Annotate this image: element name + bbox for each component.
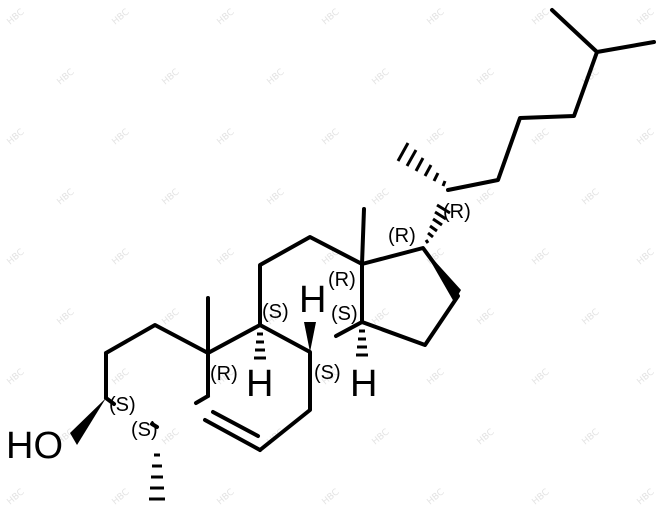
- watermark-text: HBC: [6, 247, 27, 267]
- c20-stereo-label: (R): [443, 201, 471, 223]
- watermark-text: HBC: [266, 67, 287, 87]
- watermark-text: HBC: [56, 307, 77, 327]
- watermark-text: HBC: [56, 187, 77, 207]
- bond-layer: [104, 8, 656, 452]
- watermark-text: HBC: [321, 487, 342, 507]
- watermark-text: HBC: [581, 187, 602, 207]
- watermark-text: HBC: [426, 367, 447, 387]
- watermark-text: HBC: [321, 127, 342, 147]
- watermark-text: HBC: [476, 187, 497, 207]
- watermark-text: HBC: [636, 7, 657, 27]
- watermark-text: HBC: [426, 7, 447, 27]
- watermark-text: HBC: [581, 427, 602, 447]
- ring-a-bonds: [104, 323, 210, 429]
- watermark-text: HBC: [161, 307, 182, 327]
- watermark-text: HBC: [371, 67, 392, 87]
- c9-hydrogen-label: H: [246, 363, 273, 405]
- watermark-text: HBC: [161, 187, 182, 207]
- watermark-text: HBC: [111, 127, 132, 147]
- watermark-text: HBC: [111, 7, 132, 27]
- watermark-text: HBC: [111, 487, 132, 507]
- watermark-text: HBC: [531, 7, 552, 27]
- c13-stereo-label: (R): [328, 269, 356, 291]
- watermark-text: HBC: [581, 307, 602, 327]
- c4-methyl-hash-bond: [149, 453, 165, 501]
- watermark-text: HBC: [6, 487, 27, 507]
- c10-stereo-label: (R): [210, 363, 238, 385]
- c9-stereo-label: (S): [262, 301, 289, 323]
- watermark-text: HBC: [161, 427, 182, 447]
- c17-ring-wedge-bond: [423, 248, 461, 302]
- watermark-text: HBC: [321, 7, 342, 27]
- c8-hydrogen-label: H: [299, 279, 326, 321]
- wedge-layer: [70, 248, 461, 445]
- c8-stereo-label: (S): [314, 362, 341, 384]
- watermark-text: HBC: [216, 7, 237, 27]
- watermark-text: HBC: [476, 427, 497, 447]
- ring-d-bonds: [360, 246, 460, 347]
- watermark-text: HBC: [216, 127, 237, 147]
- watermark-text: HBC: [531, 487, 552, 507]
- stereo-label-layer: (S) (S) (R) (S) (S) (R) (S) (R) (R): [109, 201, 471, 441]
- hash-layer: [149, 142, 451, 501]
- watermark-text: HBC: [216, 247, 237, 267]
- c17-stereo-label: (R): [388, 225, 416, 247]
- c8-h-wedge-bond: [304, 322, 316, 352]
- watermark-text: HBC: [371, 427, 392, 447]
- watermark-text: HBC: [371, 187, 392, 207]
- c3-oh-wedge-bond: [70, 398, 106, 445]
- angular-methyl-bonds: [206, 207, 366, 355]
- c5-c6-double-bond: [203, 410, 262, 452]
- ring-c-bonds: [258, 235, 364, 338]
- watermark-text: HBC: [636, 127, 657, 147]
- watermark-text: HBC: [531, 127, 552, 147]
- watermark-text: HBC: [636, 367, 657, 387]
- watermark-text: HBC: [161, 67, 182, 87]
- watermark-text: HBC: [531, 247, 552, 267]
- watermark-text: HBC: [426, 487, 447, 507]
- c21-methyl-hash-bond: [396, 142, 447, 187]
- c17-c20-hash-bond: [424, 203, 451, 244]
- watermark-text: HBC: [266, 187, 287, 207]
- watermark-text: HBC: [216, 487, 237, 507]
- watermark-text: HBC: [111, 367, 132, 387]
- watermark-text: HBC: [426, 127, 447, 147]
- watermark-text: HBC: [6, 127, 27, 147]
- watermark-text: HBC: [56, 67, 77, 87]
- hydroxyl-label: HO: [6, 425, 63, 467]
- watermark-text: HBC: [531, 367, 552, 387]
- c3-stereo-label: (S): [109, 394, 136, 416]
- watermark-text: HBC: [476, 67, 497, 87]
- watermark-text: HBC: [476, 307, 497, 327]
- watermark-text: HBC: [6, 367, 27, 387]
- watermark-text: HBC: [636, 487, 657, 507]
- c14-hydrogen-label: H: [350, 363, 377, 405]
- watermark-text: HBC: [636, 247, 657, 267]
- c14-stereo-label: (S): [331, 303, 358, 325]
- c4-stereo-label: (S): [131, 419, 158, 441]
- c9-h-hash-bond: [254, 332, 266, 360]
- watermark-text: HBC: [6, 7, 27, 27]
- c14-h-hash-bond: [356, 329, 368, 357]
- atom-label-layer: HO H H H: [6, 279, 377, 467]
- watermark-text: HBC: [111, 247, 132, 267]
- side-chain-bonds: [446, 8, 656, 192]
